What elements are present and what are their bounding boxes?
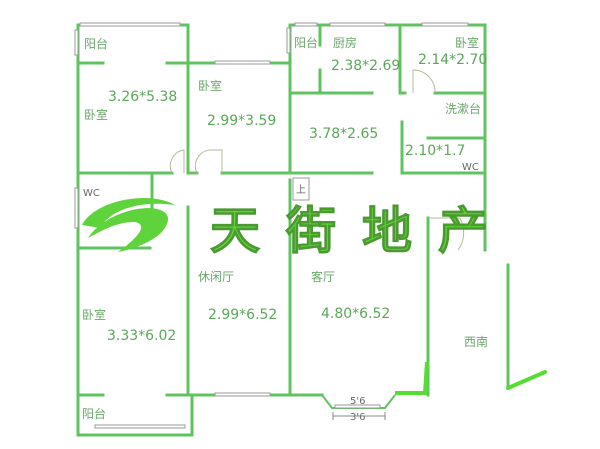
room-name-wc-2: WC	[462, 162, 479, 173]
bay-window-outer-dim: 5'6	[350, 396, 365, 407]
watermark-text: 天街地产	[210, 202, 514, 260]
doors	[169, 69, 465, 251]
room-size-kitchen: 2.38*2.69	[331, 58, 400, 74]
room-size-dining: 3.78*2.65	[309, 126, 378, 142]
room-name-lounge: 休闲厅	[198, 270, 234, 284]
orientation-label: 西南	[464, 334, 488, 349]
stair-mark: 上	[296, 184, 306, 196]
room-size-bedroom-1: 3.26*5.38	[108, 89, 177, 105]
room-size-bedroom-2: 2.99*3.59	[207, 113, 276, 129]
room-name-balcony-3: 阳台	[82, 406, 106, 421]
logo-swoosh-icon	[82, 197, 175, 228]
room-size-bedroom-4: 3.33*6.02	[107, 328, 176, 344]
room-name-bedroom-3: 卧室	[455, 35, 479, 50]
room-labels: 阳台 3.26*5.38 卧室 卧室 2.99*3.59 阳台 厨房 2.38*…	[82, 35, 488, 423]
room-name-balcony-2: 阳台	[294, 35, 318, 50]
room-name-balcony-1: 阳台	[84, 36, 108, 51]
room-name-wc-1: WC	[83, 188, 100, 199]
room-name-kitchen: 厨房	[333, 35, 357, 50]
windows	[74, 22, 469, 429]
room-name-washbasin: 洗漱台	[445, 101, 481, 116]
watermark-logo: 天街地产	[82, 197, 514, 261]
room-size-living-room: 4.80*6.52	[321, 306, 390, 322]
room-name-bedroom-2: 卧室	[198, 78, 222, 93]
room-name-bedroom-4: 卧室	[82, 307, 106, 322]
room-name-living-room: 客厅	[311, 269, 335, 284]
room-size-wc-2: 2.10*1.7	[405, 143, 465, 159]
room-size-bedroom-3: 2.14*2.70	[418, 52, 487, 68]
room-size-lounge: 2.99*6.52	[208, 307, 277, 323]
room-name-bedroom-1: 卧室	[84, 107, 108, 122]
bay-window-inner-dim: 3'6	[350, 412, 365, 423]
